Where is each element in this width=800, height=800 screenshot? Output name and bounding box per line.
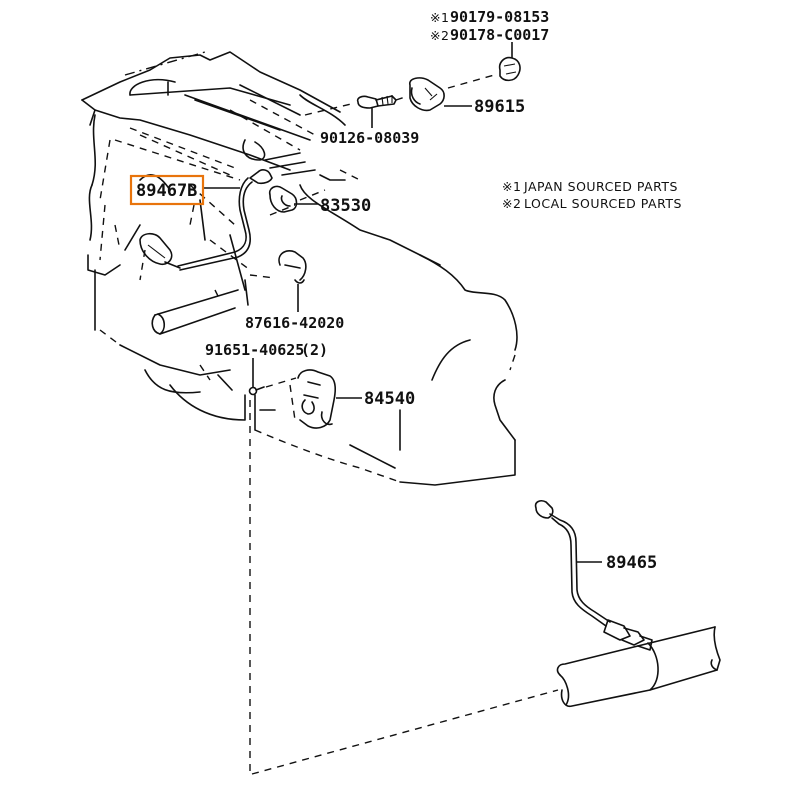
- engine-block-drawing: [81, 51, 518, 486]
- part-mark-90178: ※2: [430, 28, 449, 43]
- switch-83530-drawing: [268, 185, 298, 213]
- dashed-link-sensor: [395, 95, 409, 101]
- bolt-91651-drawing: [248, 386, 265, 396]
- part-label-87616[interactable]: 87616-42020: [245, 314, 344, 332]
- footnote-1-mark: ※1: [502, 179, 521, 194]
- dashed-link-grommet: [447, 73, 499, 89]
- part-label-89465[interactable]: 89465: [606, 553, 657, 573]
- part-label-90179[interactable]: 90179-08153: [450, 8, 549, 26]
- footnote-2-mark: ※2: [502, 196, 521, 211]
- part-label-91651[interactable]: 91651-40625: [205, 341, 304, 359]
- highlight-box-89467B: [129, 174, 205, 206]
- part-label-89615[interactable]: 89615: [474, 97, 525, 117]
- o2-sensor-89465-drawing: [534, 500, 653, 651]
- dashed-ref-diagonal: [251, 689, 559, 775]
- part-mark-90179: ※1: [430, 10, 449, 25]
- part-label-89467B[interactable]: 89467B: [136, 181, 197, 201]
- footnote-1-text: JAPAN SOURCED PARTS: [523, 179, 678, 194]
- part-label-90178[interactable]: 90178-C0017: [450, 26, 549, 44]
- part-label-84540[interactable]: 84540: [364, 389, 415, 409]
- part-label-83530[interactable]: 83530: [320, 196, 371, 216]
- sensor-89615-drawing: [409, 77, 445, 112]
- dashed-link-clip: [249, 274, 276, 279]
- bolt-90126-drawing: [356, 95, 397, 109]
- grommet-part-drawing: [498, 56, 521, 82]
- part-qty-91651: (2): [301, 341, 328, 359]
- clip-87616-drawing: [278, 250, 307, 284]
- footnote-2-text: LOCAL SOURCED PARTS: [524, 196, 682, 211]
- exhaust-pipe-drawing: [556, 626, 721, 708]
- switch-84540-drawing: [289, 369, 336, 429]
- dashed-link-89467B: [189, 204, 195, 226]
- dashed-link-91651: [265, 377, 297, 388]
- part-label-90126[interactable]: 90126-08039: [320, 129, 419, 147]
- dashed-link-bolt: [304, 102, 356, 116]
